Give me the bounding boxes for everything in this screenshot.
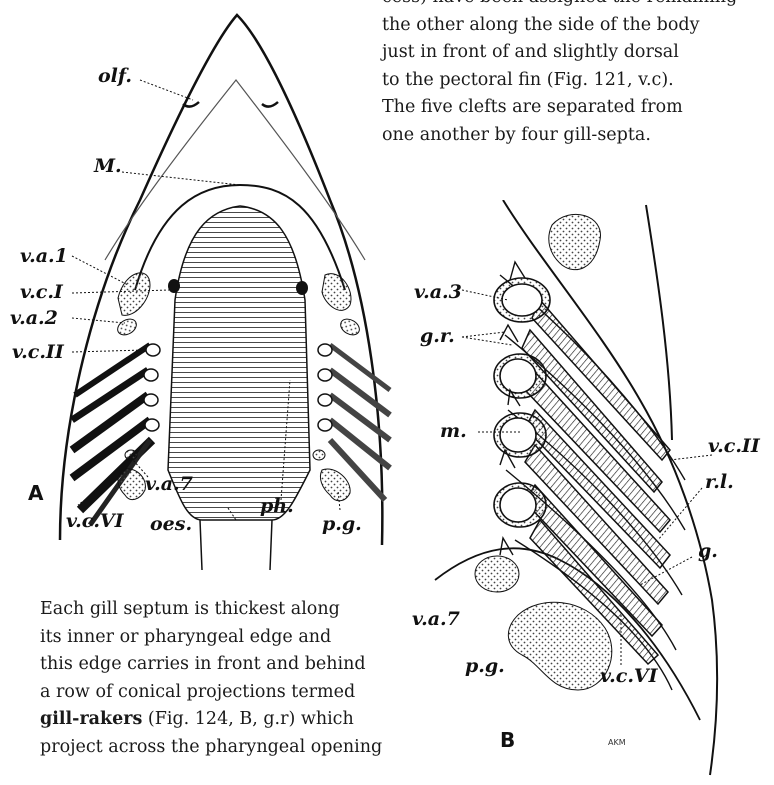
pg-blob-left [118, 469, 145, 500]
label-pg-a: p.g. [322, 513, 362, 535]
label-olf: olf. [98, 65, 132, 87]
olfactory-right [262, 102, 278, 107]
label-vcII-b: v.c.II [708, 435, 761, 457]
top-line-3: just in front of and slightly dorsal [382, 39, 770, 67]
bottom-line-3: this edge carries in front and behind [40, 651, 395, 679]
pg-blob-b [508, 602, 611, 690]
spiracle-right [296, 281, 308, 295]
label-vcVI: v.c.VI [66, 510, 125, 532]
va1-blob-left [118, 273, 150, 315]
label-oes: oes. [150, 513, 192, 535]
label-vcII: v.c.II [12, 341, 65, 363]
top-line-6: one another by four gill-septa. [382, 122, 770, 150]
pg-blob-right [320, 469, 350, 501]
top-line-4: to the pectoral fin (Fig. 121, v.c). [382, 67, 770, 95]
label-vcVI-b: v.c.VI [600, 665, 659, 687]
label-va1: v.a.1 [20, 245, 68, 267]
oesophagus-lines [200, 520, 272, 570]
va1-blob-right [322, 274, 351, 311]
bottom-line-5-rest: (Fig. 124, B, g.r) which [142, 709, 353, 729]
artist-signature: AKM [608, 738, 626, 747]
figure-a: olf. M. v.a.1 v.c.I v.a.2 v.c.II A v.c.V… [0, 0, 400, 580]
va7-blob-right [313, 450, 325, 460]
label-ph: ph. [260, 495, 294, 517]
label-pg-b: p.g. [465, 655, 505, 677]
label-M: M. [93, 155, 122, 177]
label-va7-b: v.a.7 [412, 608, 460, 630]
label-va7: v.a.7 [145, 473, 193, 495]
label-gr: g.r. [420, 325, 455, 347]
left-gill-slits [72, 345, 152, 525]
label-va3: v.a.3 [414, 281, 462, 303]
va2-blob-left [115, 316, 139, 338]
bottom-paragraph: Each gill septum is thickest along its i… [40, 596, 395, 761]
body-wall-right [646, 205, 672, 440]
label-g: g. [698, 540, 718, 562]
va2-blob-right [338, 316, 362, 338]
panel-label-a: A [28, 481, 44, 505]
label-va2: v.a.2 [10, 307, 58, 329]
panel-label-b: B [500, 728, 515, 752]
bottom-line-5: gill-rakers (Fig. 124, B, g.r) which [40, 706, 395, 734]
gill-rakers-term: gill-rakers [40, 709, 142, 729]
bottom-line-1: Each gill septum is thickest along [40, 596, 395, 624]
bottom-line-4: a row of conical projections termed [40, 679, 395, 707]
top-paragraph: cess) have been assigned the remaining t… [382, 0, 770, 149]
top-line-5: The five clefts are separated from [382, 94, 770, 122]
bottom-line-2: its inner or pharyngeal edge and [40, 624, 395, 652]
top-line-2: the other along the side of the body [382, 12, 770, 40]
va7-blob-left [125, 450, 137, 460]
top-line-1: cess) have been assigned the remaining [382, 0, 770, 12]
label-vcI: v.c.I [20, 281, 64, 303]
label-m: m. [440, 420, 467, 442]
right-gill-openings [318, 344, 332, 431]
spiracle-left [168, 279, 180, 293]
bottom-line-6: project across the pharyngeal opening [40, 734, 395, 762]
figure-b: v.a.3 g.r. v.c.II m. r.l. g. v.a.7 p.g. … [400, 200, 774, 785]
top-blob [549, 214, 601, 269]
va7-blob-b [475, 556, 519, 592]
label-rl: r.l. [705, 471, 734, 493]
